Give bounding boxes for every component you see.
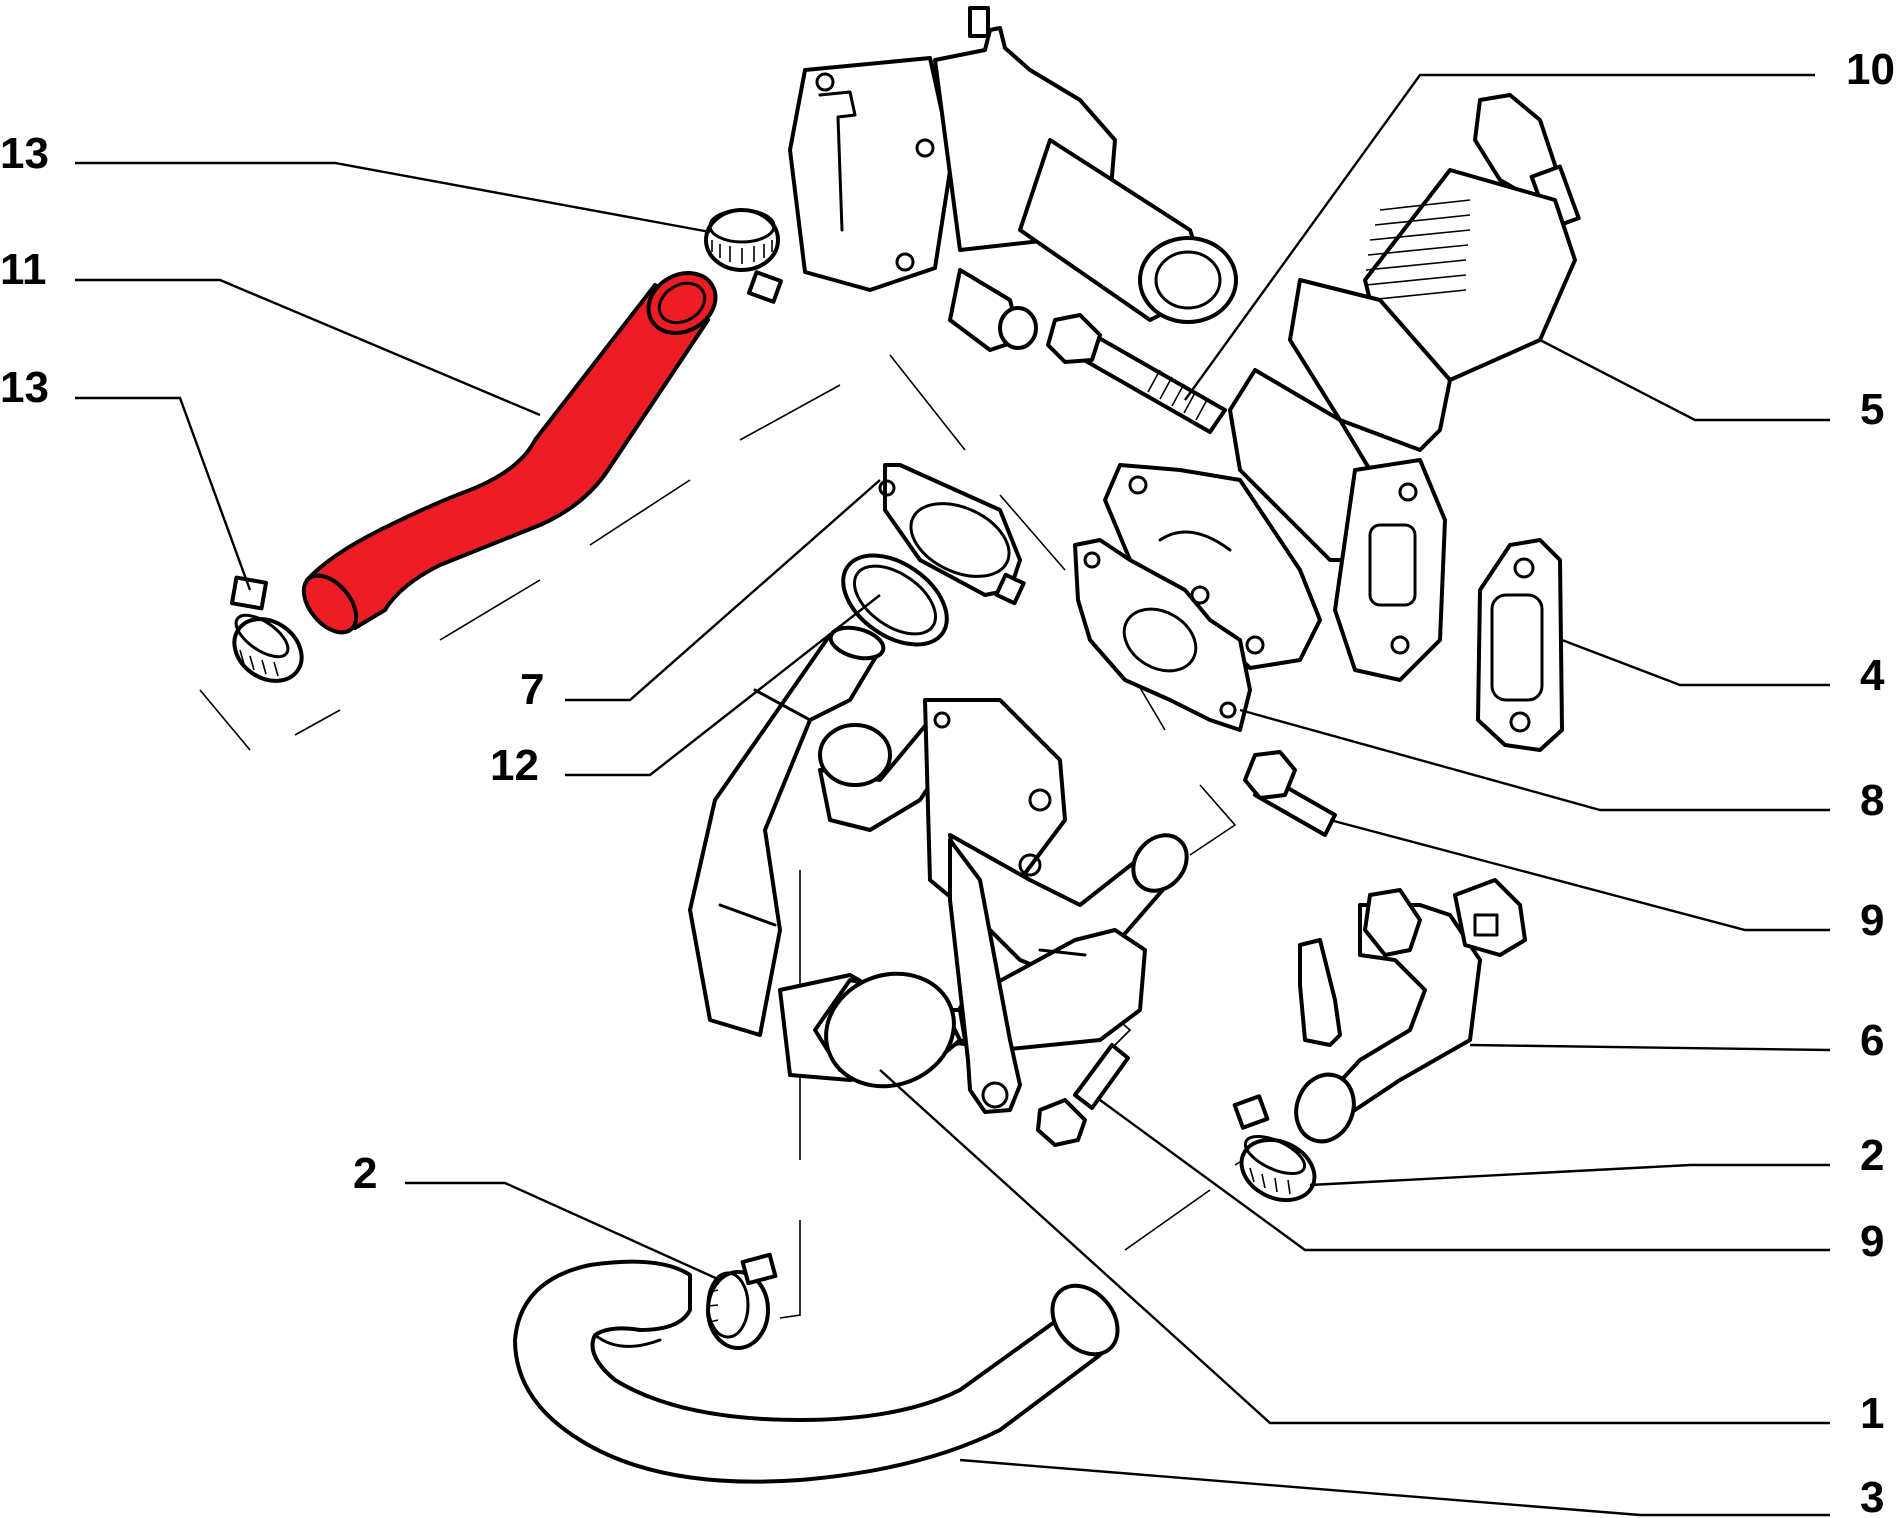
callout-13-upper: 13 <box>0 129 49 178</box>
hose-clamp-13-lower[interactable] <box>222 575 313 694</box>
callout-2-right: 2 <box>1860 1131 1884 1180</box>
callout-10: 10 <box>1846 45 1895 94</box>
coolant-hose-3[interactable] <box>513 1259 1131 1484</box>
bolt-9-lower[interactable] <box>1036 1043 1130 1147</box>
callout-12: 12 <box>490 741 539 790</box>
callout-13-lower: 13 <box>0 363 49 412</box>
callout-1: 1 <box>1860 1389 1884 1438</box>
seal-ring-12[interactable] <box>827 537 963 663</box>
hose-clamp-2-right[interactable] <box>1232 1094 1325 1211</box>
coolant-hose-11[interactable] <box>293 261 726 642</box>
callout-7: 7 <box>520 665 544 714</box>
coolant-pipe-1[interactable] <box>688 622 1198 1114</box>
callout-9-lower: 9 <box>1860 1217 1884 1266</box>
thermostat-housing[interactable] <box>788 6 1238 352</box>
callout-3: 3 <box>1860 1473 1884 1518</box>
bolt-9-upper[interactable] <box>1243 750 1337 837</box>
leader-lines <box>75 73 1831 1517</box>
callout-9-upper: 9 <box>1860 896 1884 945</box>
coolant-pipe-6[interactable] <box>1287 878 1527 1150</box>
callout-8: 8 <box>1860 776 1884 825</box>
hose-clamp-13-upper[interactable] <box>704 208 783 304</box>
bolt-10[interactable] <box>1046 313 1227 434</box>
callout-11: 11 <box>0 245 47 294</box>
callout-5: 5 <box>1860 385 1884 434</box>
gasket-8[interactable] <box>1073 538 1252 732</box>
hose-11-body <box>305 283 710 630</box>
egr-valve-5[interactable] <box>1103 93 1581 682</box>
callout-numbers: 13 11 13 10 5 4 7 12 8 9 6 2 2 9 1 3 <box>0 45 1895 1518</box>
hose-clamp-2-left[interactable] <box>706 1252 778 1350</box>
callout-2-left: 2 <box>353 1149 377 1198</box>
gasket-4[interactable] <box>1476 538 1564 752</box>
callout-4: 4 <box>1860 651 1885 700</box>
clamp-7[interactable] <box>878 463 1026 606</box>
callout-6: 6 <box>1860 1016 1884 1065</box>
